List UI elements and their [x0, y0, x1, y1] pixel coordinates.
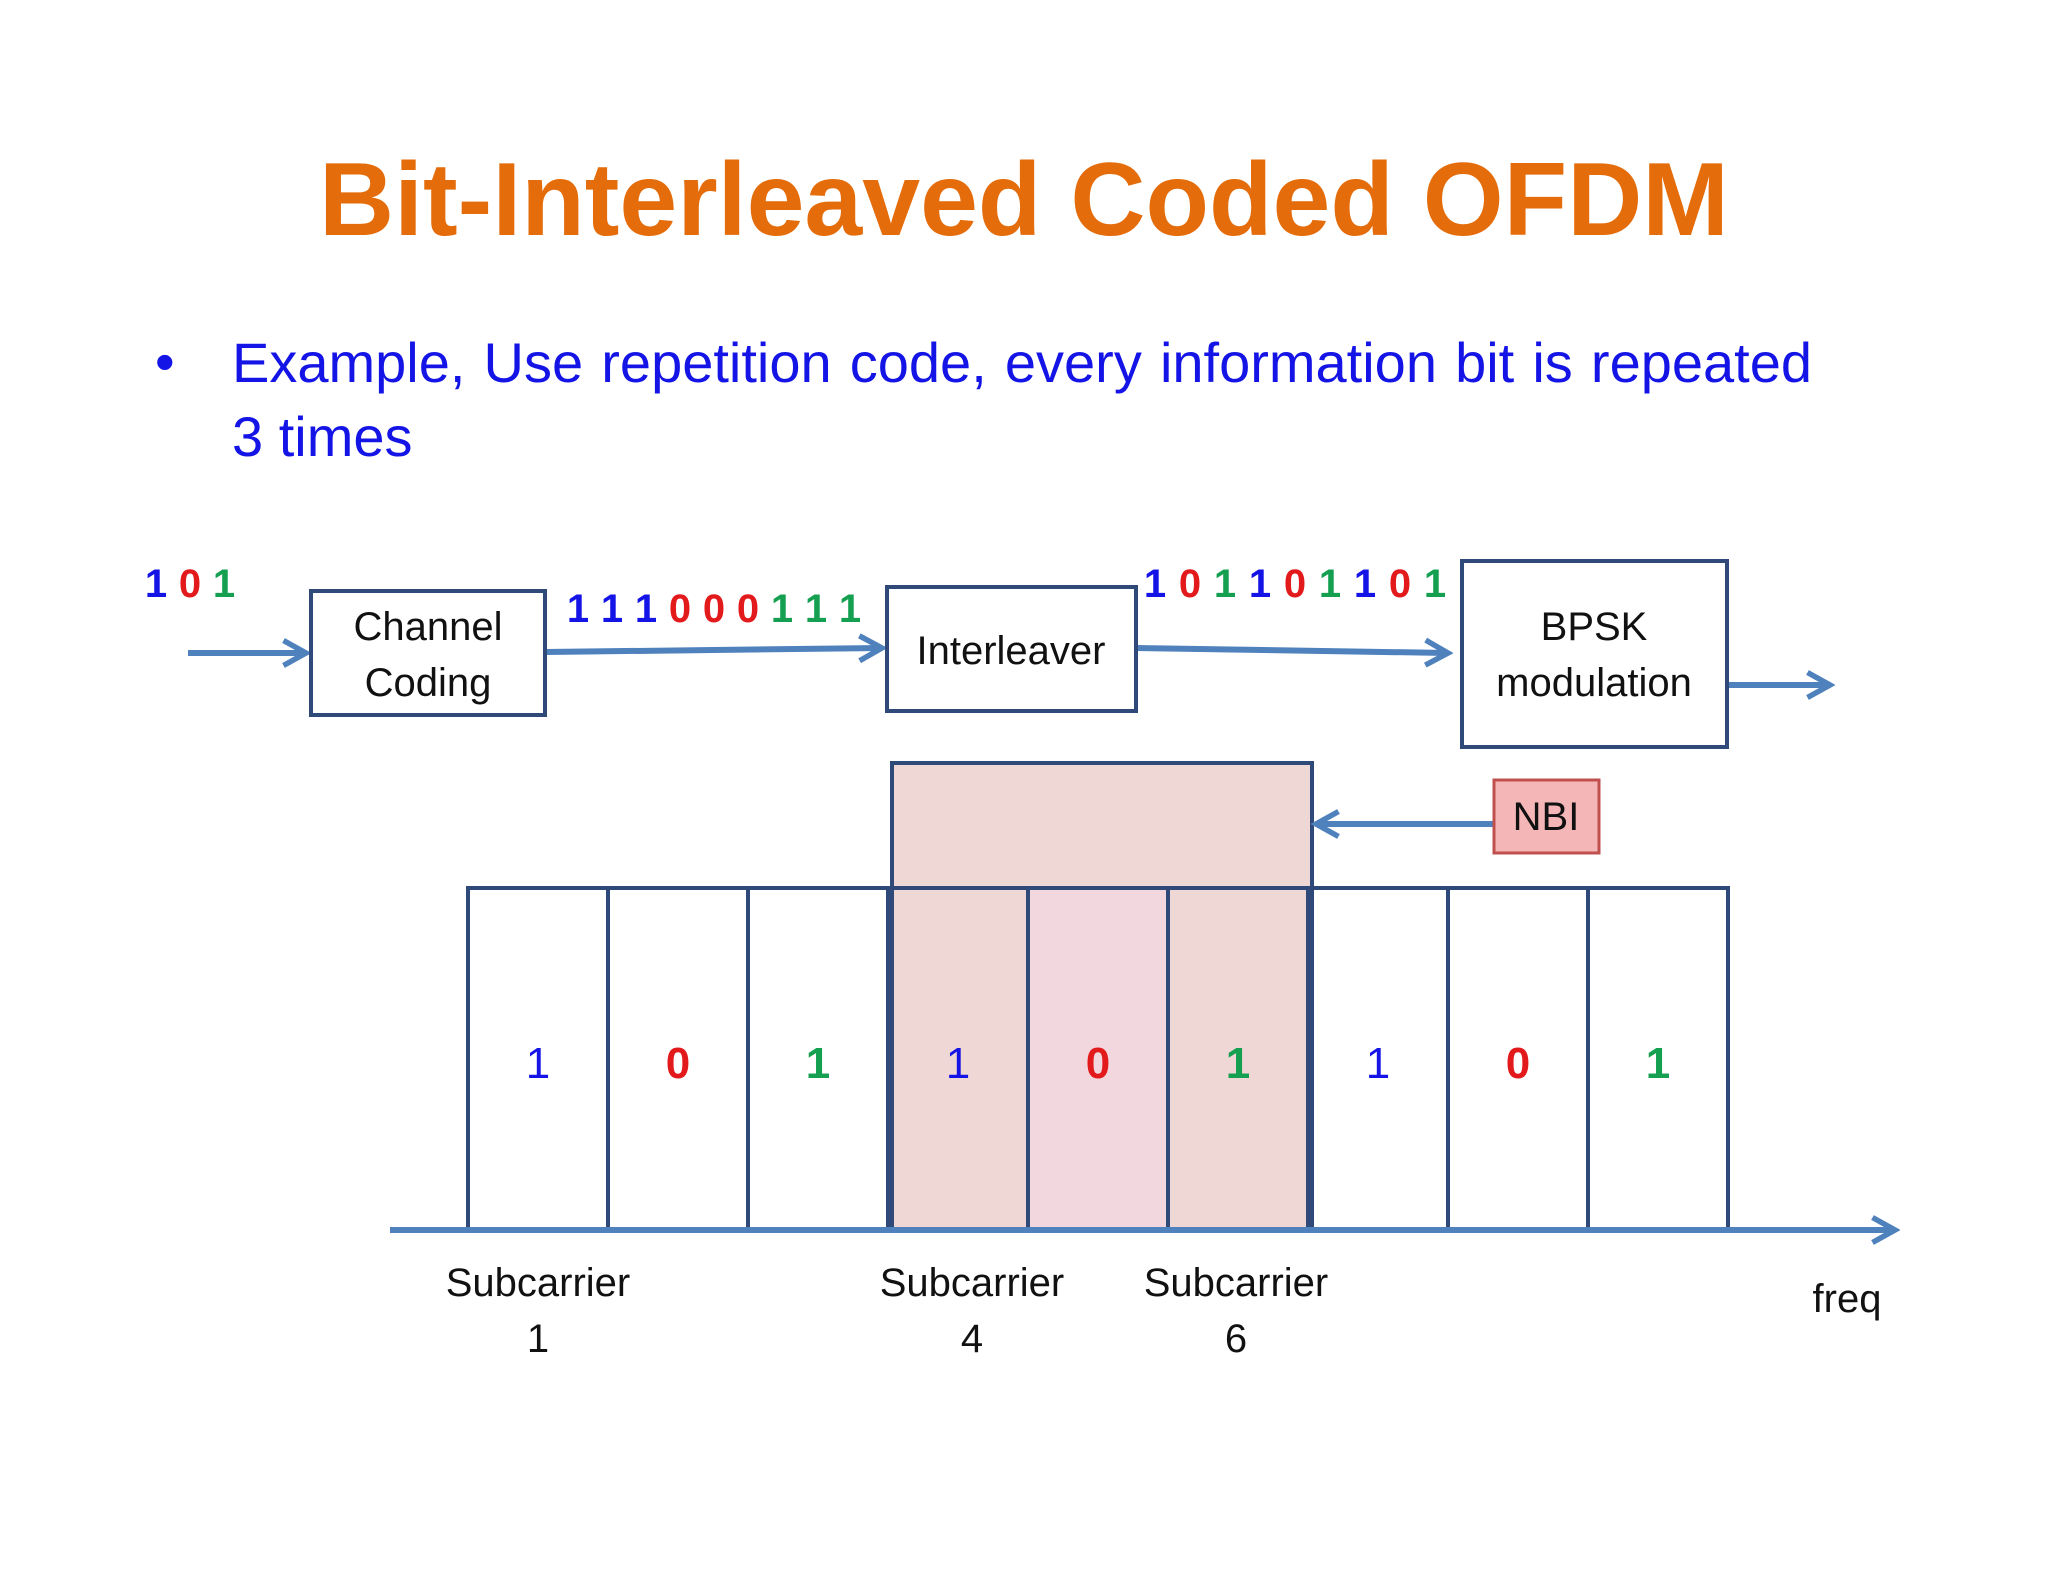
bullet-text: Example, Use repetition code, every info…	[232, 331, 1812, 468]
subcarrier-bit: 0	[666, 1039, 690, 1088]
coded-bit: 0	[703, 587, 725, 631]
freq-label: freq	[1813, 1277, 1882, 1321]
interleaved-bit: 0	[1389, 562, 1411, 606]
subcarrier-label-word: Subcarrier	[446, 1261, 631, 1305]
interleaver-label: Interleaver	[917, 629, 1106, 673]
channel-coding-block	[309, 589, 547, 717]
coding-to-interleaver-arrow	[545, 648, 882, 652]
coded-bit: 1	[601, 587, 623, 631]
subcarrier-bit: 1	[1646, 1039, 1670, 1088]
interleaver-block	[885, 585, 1138, 713]
bpsk-label-line2: modulation	[1496, 661, 1692, 705]
interleaver-to-bpsk-arrow	[1136, 648, 1448, 653]
coded-bit: 1	[805, 587, 827, 631]
interleaved-bit: 1	[1214, 562, 1236, 606]
coded-bit: 0	[737, 587, 759, 631]
interleaved-bit: 1	[1354, 562, 1376, 606]
bullet-marker: •	[155, 330, 175, 393]
slide-title: Bit-Interleaved Coded OFDM	[319, 142, 1729, 258]
subcarrier-bits: 1 0 1 1 0 1 1 0 1	[526, 1039, 1670, 1088]
coded-bit: 1	[635, 587, 657, 631]
subcarrier-bit: 0	[1086, 1039, 1110, 1088]
bpsk-label-line1: BPSK	[1541, 605, 1648, 649]
subcarrier-bit: 0	[1506, 1039, 1530, 1088]
channel-coding-label-line2: Coding	[365, 661, 492, 705]
subcarrier-label-number: 4	[961, 1317, 983, 1361]
subcarrier-bit: 1	[946, 1039, 970, 1088]
subcarrier-label-number: 1	[527, 1317, 549, 1361]
interleaved-bit: 0	[1179, 562, 1201, 606]
interleaved-bit: 1	[1424, 562, 1446, 606]
coded-bit: 0	[669, 587, 691, 631]
coded-bit: 1	[771, 587, 793, 631]
channel-coding-label-line1: Channel	[353, 605, 502, 649]
nbi-box	[1492, 778, 1601, 855]
bpsk-modulation-block	[1460, 559, 1729, 749]
interleaved-bit: 1	[1144, 562, 1166, 606]
subcarrier-labels: Subcarrier 1 Subcarrier 4 Subcarrier 6	[446, 1261, 1329, 1361]
nbi-label: NBI	[1513, 795, 1580, 839]
subcarrier-bit: 1	[1366, 1039, 1390, 1088]
subcarrier-bit: 1	[1226, 1039, 1250, 1088]
input-bit: 1	[213, 562, 235, 606]
input-bit: 0	[179, 562, 201, 606]
coded-bit: 1	[567, 587, 589, 631]
input-bit: 1	[145, 562, 167, 606]
subcarrier-bit: 1	[806, 1039, 830, 1088]
interleaved-bit: 1	[1319, 562, 1341, 606]
subcarrier-label-word: Subcarrier	[880, 1261, 1065, 1305]
interleaved-bit: 0	[1284, 562, 1306, 606]
subcarrier-label-number: 6	[1225, 1317, 1247, 1361]
subcarrier-bit: 1	[526, 1039, 550, 1088]
nbi-peak-subcarrier-shade	[1028, 888, 1170, 1230]
coded-bit: 1	[839, 587, 861, 631]
subcarrier-label-word: Subcarrier	[1144, 1261, 1329, 1305]
interleaved-bit: 1	[1249, 562, 1271, 606]
